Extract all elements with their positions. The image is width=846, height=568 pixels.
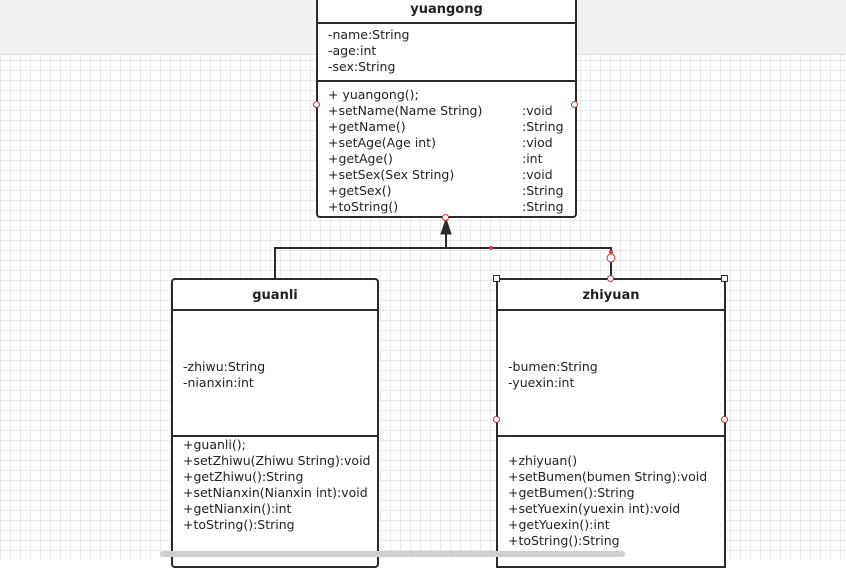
method: +getName()	[328, 119, 406, 134]
method: +setYuexin(yuexin int):void	[508, 501, 681, 516]
method: +setName(Name String)	[328, 103, 483, 118]
method: +getZhiwu():String	[183, 469, 304, 484]
connection-port[interactable]	[571, 101, 578, 108]
resize-handle-top-right[interactable]	[721, 275, 728, 282]
attributes-section: -name:String -age:int -sex:String	[318, 22, 575, 80]
return-type: :String	[522, 199, 564, 214]
class-zhiyuan[interactable]: zhiyuan -bumen:String -yuexin:int +zhiyu…	[496, 278, 726, 568]
method: +guanli();	[183, 437, 246, 452]
attribute: -name:String	[328, 27, 410, 42]
connector-midpoint-handle[interactable]	[489, 246, 493, 250]
connection-port[interactable]	[607, 275, 614, 282]
method: +getNianxin():int	[183, 501, 292, 516]
return-type: :String	[522, 119, 564, 134]
inheritance-arrowhead	[440, 217, 452, 235]
methods-section: + yuangong(); +setName(Name String) :void…	[318, 80, 575, 216]
methods-section: +guanli(); +setZhiwu(Zhiwu String):void …	[173, 435, 377, 566]
method: +setAge(Age int)	[328, 135, 436, 150]
method: +toString():String	[508, 533, 620, 548]
attribute: -yuexin:int	[508, 375, 575, 390]
attributes-section: -zhiwu:String -nianxin:int	[173, 309, 377, 437]
attribute: -age:int	[328, 43, 377, 58]
return-type: :void	[522, 103, 553, 118]
connection-port[interactable]	[442, 214, 449, 221]
attribute: -nianxin:int	[183, 375, 254, 390]
method: +toString():String	[183, 517, 295, 532]
method: +getBumen():String	[508, 485, 635, 500]
attribute: -bumen:String	[508, 359, 598, 374]
attributes-section: -bumen:String -yuexin:int	[498, 309, 724, 437]
horizontal-scrollbar[interactable]	[160, 551, 625, 557]
method: +toString()	[328, 199, 399, 214]
method: +getAge()	[328, 151, 393, 166]
class-title: guanli	[252, 288, 298, 303]
class-yuangong[interactable]: yuangong -name:String -age:int -sex:Stri…	[316, 0, 577, 218]
connector-waypoint-handle[interactable]	[609, 250, 613, 254]
class-title: zhiyuan	[582, 288, 640, 303]
method: +setSex(Sex String)	[328, 167, 455, 182]
attribute: -zhiwu:String	[183, 359, 266, 374]
connector-endpoint-handle[interactable]	[606, 253, 616, 263]
method: +setZhiwu(Zhiwu String):void	[183, 453, 371, 468]
class-guanli[interactable]: guanli -zhiwu:String -nianxin:int +guanl…	[171, 278, 379, 568]
connection-port[interactable]	[493, 416, 500, 423]
return-type: :void	[522, 167, 553, 182]
resize-handle-top-left[interactable]	[493, 275, 500, 282]
return-type: :viod	[522, 135, 553, 150]
method: +setBumen(bumen String):void	[508, 469, 708, 484]
connection-port[interactable]	[721, 416, 728, 423]
method: +setNianxin(Nianxin int):void	[183, 485, 368, 500]
method: +getYuexin():int	[508, 517, 610, 532]
attribute: -sex:String	[328, 59, 396, 74]
method: +getSex()	[328, 183, 392, 198]
method: +zhiyuan()	[508, 453, 578, 468]
connection-port[interactable]	[313, 101, 320, 108]
return-type: :int	[522, 151, 543, 166]
class-title: yuangong	[410, 2, 483, 17]
method: + yuangong();	[328, 87, 419, 102]
generalization-connector-zhiyuan[interactable]	[446, 247, 612, 280]
methods-section: +zhiyuan() +setBumen(bumen String):void …	[498, 435, 724, 566]
return-type: :String	[522, 183, 564, 198]
generalization-connector-guanli[interactable]	[274, 234, 447, 280]
